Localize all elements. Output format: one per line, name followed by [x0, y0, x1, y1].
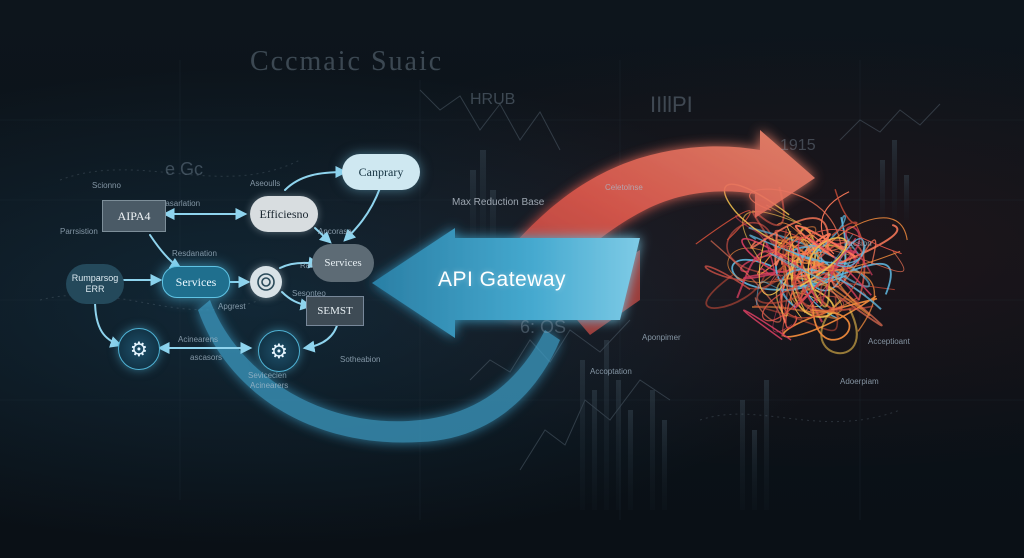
tangle-stroke — [705, 274, 766, 309]
semst-box: SEMST — [306, 296, 364, 326]
bg-text-os: 6: OS — [520, 317, 567, 337]
services-node: Services — [162, 266, 230, 298]
tangle-stroke — [749, 234, 866, 265]
label-adoerpiam: Adoerpiam — [840, 377, 879, 386]
label-kasarlation: Kasarlation — [160, 199, 201, 208]
tangle-stroke — [816, 217, 908, 271]
tangle-stroke — [774, 233, 784, 267]
tangle-stroke — [769, 252, 831, 284]
tangle-stroke — [695, 210, 751, 245]
tangle-stroke — [830, 238, 865, 268]
tangle-stroke — [820, 249, 873, 306]
bg-text-hrub: HRUB — [470, 91, 516, 108]
tangle-stroke — [782, 228, 859, 312]
background-dotted-curves — [39, 159, 901, 423]
gear-icon: ⚙ — [258, 330, 300, 372]
label-acinearers: Acinearers — [250, 381, 289, 390]
tangle-stroke — [760, 237, 775, 276]
label-arcsion: Arcsion — [845, 239, 872, 248]
label-sesonteo: Sesonteo — [292, 289, 326, 298]
tangle-stroke — [726, 221, 784, 277]
tangle-stroke — [753, 228, 902, 263]
aipa4-box: AIPA4 — [102, 200, 166, 232]
label-aponpimer: Aponpimer — [642, 333, 681, 342]
tangle-stroke — [806, 266, 871, 317]
blue-swoosh — [198, 300, 560, 443]
label-accoptation: Accoptation — [590, 367, 632, 376]
tangle-stroke — [810, 295, 845, 318]
label-max-reduction: Max Reduction Base — [452, 197, 545, 208]
tangle-stroke — [743, 309, 792, 341]
company-cloud: Canprary — [342, 154, 420, 190]
label-parrsistion: Parrsistion — [60, 227, 98, 236]
regional-label-line2: ERR — [85, 284, 105, 294]
tangle-stroke — [742, 204, 802, 262]
tangle-stroke — [777, 222, 812, 264]
tangle-stroke — [704, 265, 751, 291]
tangle-stroke — [775, 277, 836, 317]
regional-node: Rumparsog ERR — [66, 264, 124, 304]
background-bar-charts — [470, 140, 909, 510]
label-aseoulls: Aseoulls — [250, 179, 281, 188]
label-acinearens: Acinearens — [178, 335, 219, 344]
bg-text-top: Cccmaic Suaic — [250, 46, 444, 77]
tangle-stroke — [751, 186, 785, 260]
label-ascasors: ascasors — [190, 353, 223, 362]
tangle-stroke — [820, 299, 858, 355]
tangle-strokes — [695, 183, 908, 355]
tangle-stroke — [758, 225, 794, 296]
label-acceptioant: Acceptioant — [868, 337, 910, 346]
services-cloud: Services — [312, 244, 374, 282]
tangle-stroke — [799, 237, 848, 290]
label-resdanation: Resdanation — [172, 249, 217, 258]
tangle-stroke — [710, 240, 782, 323]
tangle-stroke — [799, 260, 874, 311]
tangle-stroke — [754, 295, 839, 332]
label-sotheabion: Sotheabion — [340, 355, 381, 364]
label-scionno: Scionno — [92, 181, 121, 190]
tangle-stroke — [790, 236, 851, 255]
gear-icon: ⚙ — [118, 328, 160, 370]
tangle-stroke — [750, 217, 829, 250]
label-sevicecien: Sevicecien — [248, 371, 287, 380]
tangle-stroke — [810, 304, 851, 341]
bg-text-ilipi: IIllPI — [650, 92, 693, 117]
tangle-stroke — [831, 189, 858, 236]
tangle-stroke — [761, 278, 822, 322]
api-gateway-title: API Gateway — [438, 268, 567, 291]
bg-text-year: 1915 — [780, 137, 816, 154]
tangle-stroke — [769, 245, 905, 272]
power-node — [250, 266, 282, 298]
blue-response-arrow — [372, 228, 640, 338]
label-ancorasa: Ancorasa — [318, 227, 352, 236]
bg-text-egc: e Gc — [165, 159, 204, 179]
power-icon — [257, 273, 275, 291]
label-celetolnse: Celetolnse — [605, 183, 643, 192]
efficiency-cloud: Efficiesno — [250, 196, 318, 232]
label-apgrest: Apgrest — [218, 302, 246, 311]
regional-label-line1: Rumparsog — [71, 273, 119, 284]
